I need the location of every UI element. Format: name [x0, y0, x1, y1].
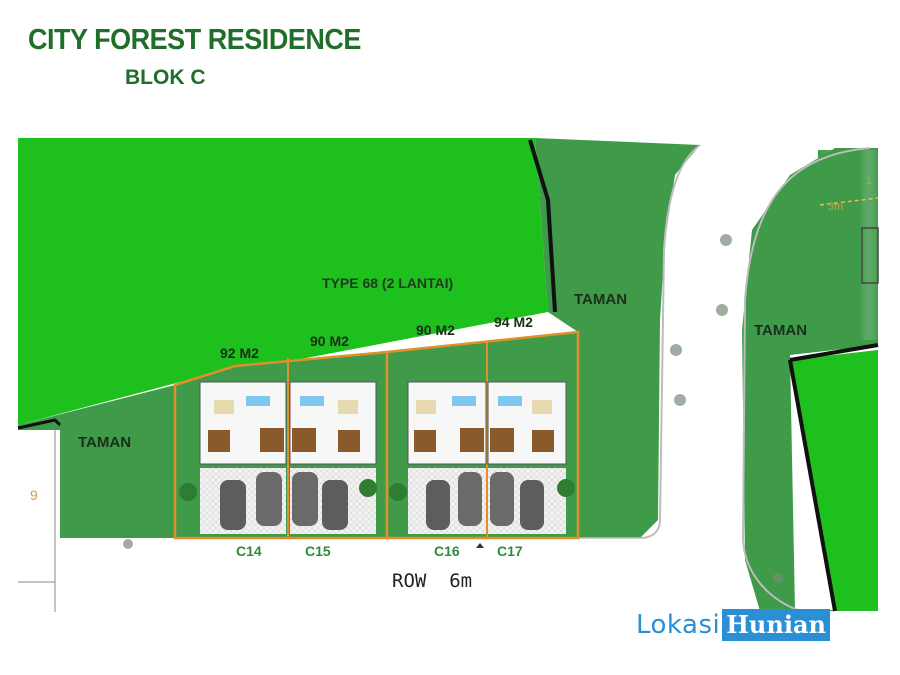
unit-code-c17: C17 — [497, 543, 523, 559]
side-number: 9 — [30, 487, 38, 503]
unit-area-c15: 90 M2 — [310, 333, 349, 349]
unit-code-c14: C14 — [236, 543, 262, 559]
unit-area-c17: 94 M2 — [494, 314, 533, 330]
side-number-right: 1 — [866, 175, 872, 187]
unit-code-c16: C16 — [434, 543, 460, 559]
unit-code-c15: C15 — [305, 543, 331, 559]
brand-part-2: Hunian — [722, 609, 830, 641]
plot-group-2 — [385, 330, 580, 540]
plot-group-1 — [173, 350, 389, 540]
open-green-area-right — [790, 350, 878, 611]
brand-watermark: Lokasi Hunian — [636, 608, 830, 642]
type-label: TYPE 68 (2 LANTAI) — [322, 275, 453, 291]
taman-center-label: TAMAN — [574, 291, 627, 308]
page-title: CITY FOREST RESIDENCE — [28, 24, 361, 56]
taman-left-label: TAMAN — [78, 434, 131, 451]
unit-area-c16: 90 M2 — [416, 322, 455, 338]
taman-right-label: TAMAN — [754, 322, 807, 339]
page-subtitle: BLOK C — [125, 66, 206, 89]
fade-strip — [818, 150, 878, 340]
taman-center-area — [535, 138, 700, 538]
open-green-area — [18, 138, 548, 425]
brand-part-1: Lokasi — [636, 610, 721, 640]
unit-area-c14: 92 M2 — [220, 345, 259, 361]
road-label: ROW 6m — [392, 570, 472, 592]
road-width-right: 3m — [828, 201, 843, 213]
